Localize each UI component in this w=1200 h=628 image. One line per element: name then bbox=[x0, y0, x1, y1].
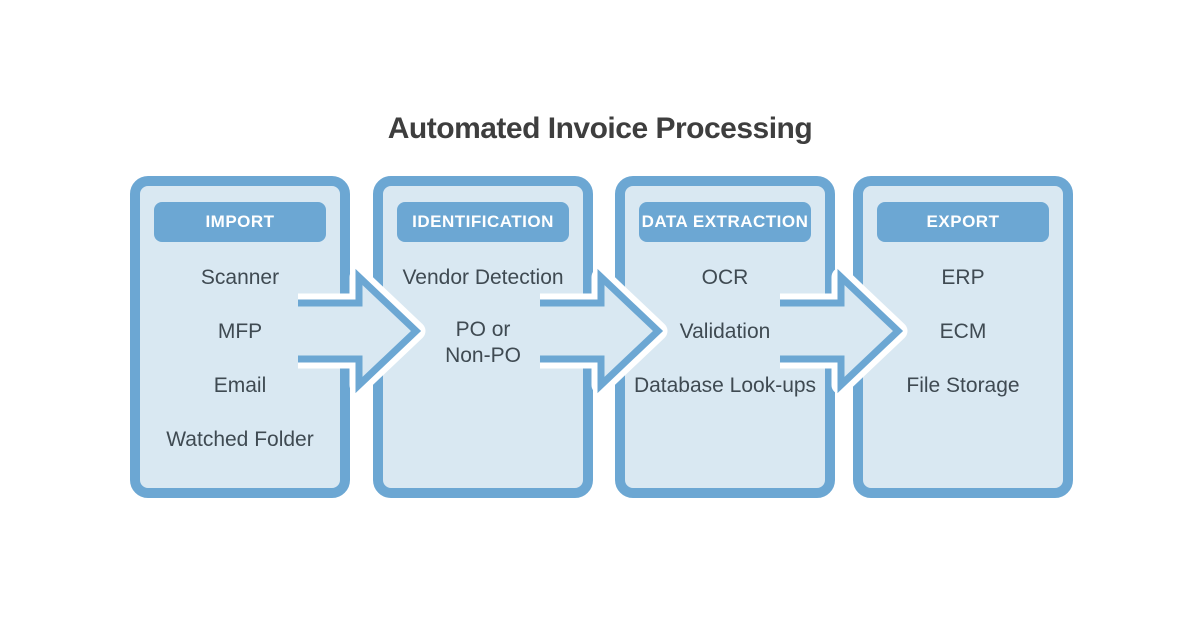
stage-import: IMPORT Scanner MFP Email Watched Folder bbox=[130, 176, 350, 498]
stage-export-header: EXPORT bbox=[877, 202, 1049, 242]
stage-item: Database Look-ups bbox=[633, 374, 817, 397]
stage-item-line: PO or bbox=[455, 318, 511, 341]
stage-item: Scanner bbox=[200, 266, 280, 289]
stage-export-items: ERP ECM File Storage bbox=[863, 251, 1063, 413]
stage-item: PO or Non-PO bbox=[383, 305, 583, 381]
stage-identification-items: Vendor Detection PO or Non-PO bbox=[383, 251, 583, 381]
stage-import-items: Scanner MFP Email Watched Folder bbox=[140, 251, 340, 467]
diagram-title: Automated Invoice Processing bbox=[387, 112, 813, 145]
stage-export: EXPORT ERP ECM File Storage bbox=[853, 176, 1073, 498]
stage-item: ERP bbox=[941, 266, 985, 289]
stage-data-extraction-items: OCR Validation Database Look-ups bbox=[625, 251, 825, 413]
stage-item-line: Non-PO bbox=[445, 344, 521, 367]
stage-item: MFP bbox=[217, 320, 263, 343]
stage-item: Watched Folder bbox=[166, 428, 314, 451]
stage-identification: IDENTIFICATION Vendor Detection PO or No… bbox=[373, 176, 593, 498]
stage-item: File Storage bbox=[906, 374, 1020, 397]
stage-import-header: IMPORT bbox=[154, 202, 326, 242]
stage-item: OCR bbox=[701, 266, 749, 289]
stage-item: Email bbox=[213, 374, 267, 397]
stage-item: Vendor Detection bbox=[402, 266, 564, 289]
stage-item: ECM bbox=[939, 320, 987, 343]
stage-data-extraction-header: DATA EXTRACTION bbox=[639, 202, 811, 242]
stage-identification-header: IDENTIFICATION bbox=[397, 202, 569, 242]
stage-item: Validation bbox=[679, 320, 771, 343]
stage-data-extraction: DATA EXTRACTION OCR Validation Database … bbox=[615, 176, 835, 498]
